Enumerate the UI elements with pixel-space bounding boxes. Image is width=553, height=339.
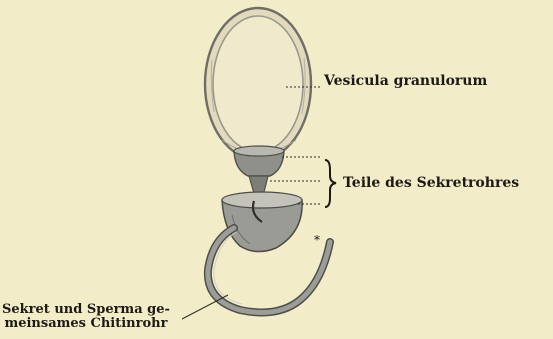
label-teile-des-sekretrohres: Teile des Sekretrohres <box>343 176 519 191</box>
asterisk-mark: * <box>314 233 320 247</box>
label-sekret-line-1: Sekret und Sperma ge- <box>2 303 170 317</box>
brace-mark <box>325 160 336 207</box>
label-vesicula-granulorum: Vesicula granulorum <box>324 74 487 89</box>
vesicula-granulorum-shape <box>205 8 311 160</box>
label-sekret-line-2: meinsames Chitinrohr <box>2 317 170 331</box>
label-sekret-chitinrohr: Sekret und Sperma ge- meinsames Chitinro… <box>2 303 170 331</box>
sekretrohr-lower-bulb <box>222 192 302 252</box>
